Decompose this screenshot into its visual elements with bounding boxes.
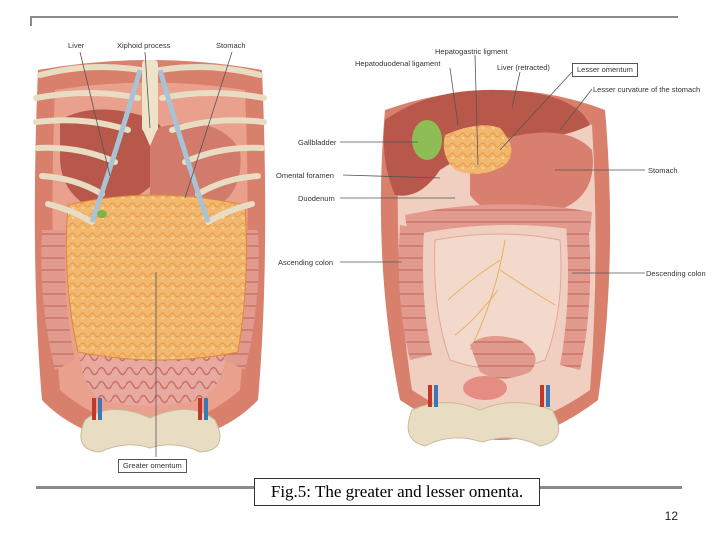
right-vessel-red-a (428, 385, 432, 407)
label-lesser-curvature: Lesser curvature of the stomach (593, 85, 701, 94)
page-number: 12 (664, 509, 678, 523)
top-rule (30, 16, 678, 18)
left-sternum (142, 60, 158, 132)
label-xiphoid-process: Xiphoid process (117, 41, 171, 50)
label-duodenum: Duodenum (298, 194, 335, 203)
right-transverse-colon (405, 204, 592, 236)
left-leader-lines (79, 51, 233, 457)
left-figure (33, 51, 267, 457)
label-ascending-colon: Ascending colon (278, 258, 334, 267)
label-hepatogastric-ligament: Hepatogastric ligment (435, 47, 508, 56)
left-xiphoid (143, 130, 157, 146)
right-vessel-blue-a (434, 385, 438, 407)
right-figure (340, 54, 645, 447)
left-vessel-blue-a (98, 398, 102, 420)
left-gallbladder (97, 210, 107, 218)
right-mesenteric-vessels (447, 239, 556, 351)
left-omentum (65, 194, 247, 361)
left-vessel-red-a (92, 398, 96, 420)
label-omental-foramen: Omental foramen (276, 171, 334, 180)
right-ascending-colon (398, 225, 432, 360)
right-vessel-red-b (540, 385, 544, 407)
label-gallbladder: Gallbladder (298, 138, 337, 147)
right-descending-colon (560, 220, 591, 370)
label-liver: Liver (68, 41, 85, 50)
left-vessel-blue-b (204, 398, 208, 420)
right-pelvis (407, 402, 560, 447)
left-pelvis (80, 409, 221, 453)
left-ribcage (33, 63, 267, 225)
right-bladder (463, 376, 507, 400)
right-leader-lines (340, 54, 645, 274)
label-stomach-left: Stomach (216, 41, 246, 50)
left-costal-cartilage (89, 69, 211, 223)
right-mesentery (434, 233, 562, 370)
label-lesser-omentum: Lesser omentum (572, 63, 638, 77)
label-hepatoduodenal-ligament: Hepatoduodenal ligament (355, 59, 441, 68)
label-greater-omentum: Greater omentum (118, 459, 187, 473)
figure-caption: Fig.5: The greater and lesser omenta. (254, 478, 540, 506)
label-descending-colon: Descending colon (646, 269, 706, 278)
label-liver-retracted: Liver (retracted) (497, 63, 550, 72)
left-vessel-red-b (198, 398, 202, 420)
right-vessel-blue-b (546, 385, 550, 407)
label-stomach-right: Stomach (648, 166, 678, 175)
top-rule-tick (30, 16, 32, 26)
right-gallbladder (412, 120, 442, 160)
right-sigmoid (470, 336, 536, 379)
left-colon-right (41, 230, 75, 370)
